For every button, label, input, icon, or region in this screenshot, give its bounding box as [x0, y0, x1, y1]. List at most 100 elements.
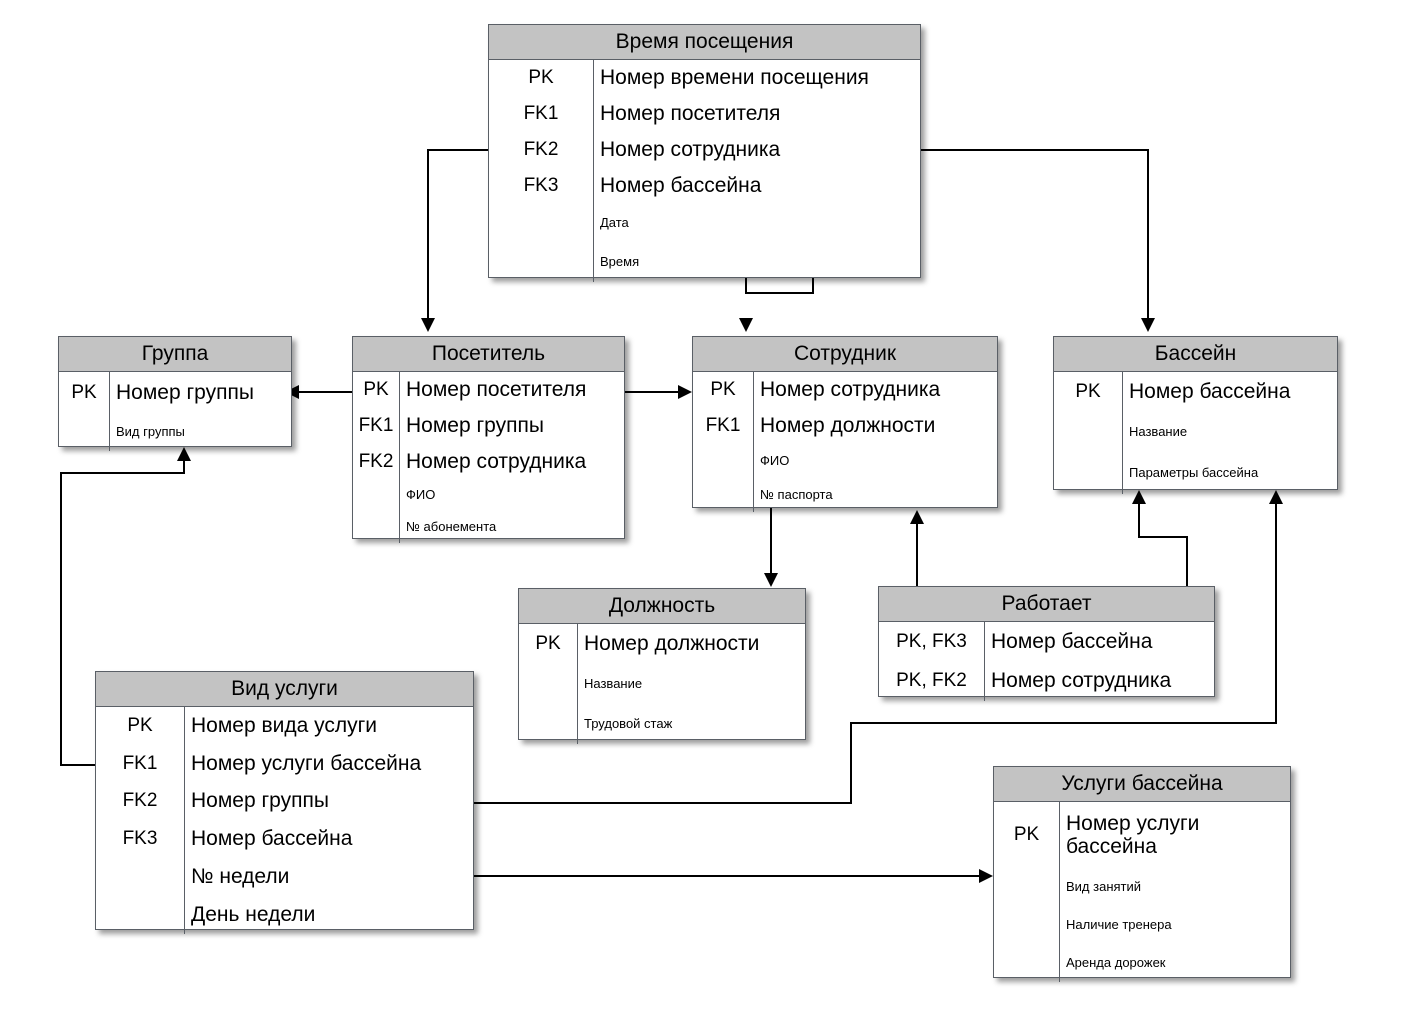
attribute-row: Вид занятий [994, 868, 1290, 906]
attribute-row: № абонемента [353, 511, 624, 543]
attribute-row: PK, FK2 Номер сотрудника [879, 661, 1214, 701]
entity-body-vid-uslugi: PK Номер вида услуги FK1 Номер услуги ба… [96, 707, 473, 934]
attribute-row: Название [1054, 412, 1337, 452]
attribute-key: FK1 [358, 415, 394, 436]
attribute-label: Аренда дорожек [1066, 955, 1166, 970]
arrowhead-sotrudnik-dolzhnost [764, 573, 778, 587]
connector-vremya-bassein-h [919, 149, 1149, 151]
connector-vremya-posetitel-v [427, 149, 429, 319]
attribute-row: PK Номер группы [59, 372, 291, 413]
connector-vremya-sotrudnik-h [745, 292, 814, 294]
attribute-label: Номер группы [116, 380, 254, 404]
attribute-row: ФИО [693, 444, 997, 478]
entity-body-bassein: PK Номер бассейна Название Параметры бас… [1054, 372, 1337, 494]
attribute-row: Аренда дорожек [994, 944, 1290, 982]
attribute-key: PK [528, 67, 554, 88]
attribute-row: Наличие тренера [994, 906, 1290, 944]
entity-vremya-poseshcheniya[interactable]: Время посещения PK Номер времени посещен… [488, 24, 921, 282]
attribute-label: Номер вида услуги [191, 714, 378, 738]
column-divider [753, 372, 754, 512]
attribute-row: ФИО [353, 480, 624, 511]
attribute-row: FK2 Номер сотрудника [353, 444, 624, 480]
attribute-label: Номер сотрудника [406, 450, 587, 474]
connector-vid-uslugi [472, 875, 982, 877]
attribute-row: FK2 Номер группы [96, 782, 473, 820]
entity-title-rabotaet: Работает [879, 587, 1214, 622]
entity-vid-uslugi[interactable]: Вид услуги PK Номер вида услуги FK1 Номе… [95, 671, 474, 934]
attribute-key: FK1 [122, 752, 158, 774]
attribute-row: Трудовой стаж [519, 704, 805, 744]
attribute-label: Номер сотрудника [760, 378, 941, 402]
attribute-label: ФИО [760, 453, 790, 468]
attribute-key: PK [127, 715, 153, 736]
entity-body-posetitel: PK Номер посетителя FK1 Номер группы FK2… [353, 372, 624, 543]
attribute-label: Дата [600, 216, 629, 231]
connector-vremya-posetitel-h [428, 149, 490, 151]
attribute-key: PK [1013, 824, 1040, 845]
arrowhead-posetitel-sotrudnik [678, 385, 692, 399]
attribute-label: Номер бассейна [600, 174, 762, 198]
attribute-key: PK, FK2 [896, 670, 967, 691]
arrowhead-vremya-posetitel [421, 318, 435, 332]
entity-uslugi-basseina[interactable]: Услуги бассейна PK Номер услуги бассейна… [993, 766, 1291, 982]
entity-posetitel[interactable]: Посетитель PK Номер посетителя FK1 Номер… [352, 336, 625, 543]
connector-posetitel-gruppa [298, 391, 354, 393]
entity-sotrudnik[interactable]: Сотрудник PK Номер сотрудника FK1 Номер … [692, 336, 998, 512]
connector-vid-gruppa-v1 [60, 472, 62, 766]
attribute-key: FK1 [523, 103, 559, 124]
arrowhead-rabotaet-sotrudnik [910, 510, 924, 524]
connector-rabotaet-sotrudnik [916, 524, 918, 586]
attribute-key: FK2 [523, 139, 559, 160]
entity-title-posetitel: Посетитель [353, 337, 624, 372]
entity-gruppa[interactable]: Группа PK Номер группы Вид группы [58, 336, 292, 451]
connector-posetitel-sotrudnik [625, 391, 680, 393]
attribute-label: Номер группы [406, 414, 544, 438]
attribute-label: Номер услуги бассейна [191, 751, 422, 775]
attribute-label: № недели [191, 865, 290, 889]
attribute-label: Вид группы [116, 424, 185, 439]
column-divider [399, 372, 400, 543]
column-divider [593, 60, 594, 282]
attribute-label: Номер бассейна [1129, 380, 1291, 404]
attribute-label: Вид занятий [1066, 879, 1142, 894]
attribute-key: PK [363, 379, 389, 400]
entity-body-vremya-poseshcheniya: PK Номер времени посещения FK1 Номер пос… [489, 60, 920, 282]
connector-vid-bassein-v1 [850, 722, 852, 804]
attribute-label: № абонемента [406, 519, 497, 534]
attribute-key: FK1 [705, 415, 741, 436]
arrowhead-vremya-sotrudnik [739, 318, 753, 332]
attribute-row: PK Номер времени посещения [489, 60, 920, 96]
attribute-row: FK1 Номер группы [353, 408, 624, 444]
entity-bassein[interactable]: Бассейн PK Номер бассейна Название Парам… [1053, 336, 1338, 494]
attribute-row: PK Номер посетителя [353, 372, 624, 408]
attribute-row: PK Номер должности [519, 624, 805, 664]
attribute-key: PK, FK3 [896, 630, 967, 652]
attribute-key: PK [71, 381, 97, 403]
connector-vid-gruppa-h2 [60, 472, 185, 474]
attribute-key: FK3 [122, 828, 158, 849]
attribute-label: Номер должности [584, 632, 760, 656]
column-divider [984, 622, 985, 701]
attribute-label: Название [1129, 424, 1188, 439]
attribute-label: Название [584, 676, 643, 691]
attribute-key: PK [1075, 381, 1101, 402]
arrowhead-rabotaet-bassein [1132, 490, 1146, 504]
attribute-row: Вид группы [59, 413, 291, 451]
attribute-key: FK2 [358, 451, 394, 472]
arrowhead-vid-gruppa [177, 447, 191, 461]
attribute-label: Номер посетителя [406, 378, 587, 402]
entity-body-sotrudnik: PK Номер сотрудника FK1 Номер должности … [693, 372, 997, 512]
attribute-label: Время [600, 255, 640, 270]
attribute-label: Номер сотрудника [600, 138, 781, 162]
attribute-row: FK1 Номер посетителя [489, 96, 920, 132]
attribute-label: Номер сотрудника [991, 669, 1172, 693]
connector-vid-bassein-h1 [472, 802, 852, 804]
entity-title-gruppa: Группа [59, 337, 291, 372]
column-divider [184, 707, 185, 934]
connector-vid-bassein-v2 [1275, 504, 1277, 724]
entity-rabotaet[interactable]: Работает PK, FK3 Номер бассейна PK, FK2 … [878, 586, 1215, 701]
entity-dolzhnost[interactable]: Должность PK Номер должности Название Тр… [518, 588, 806, 744]
entity-title-vremya-poseshcheniya: Время посещения [489, 25, 920, 60]
connector-vremya-bassein-v [1147, 149, 1149, 319]
